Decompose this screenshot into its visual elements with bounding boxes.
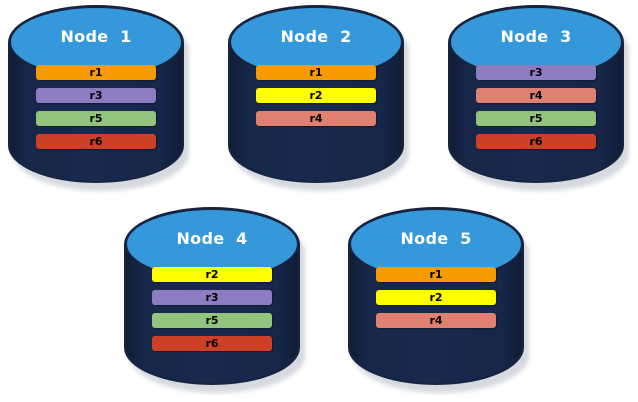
database-node-3[interactable]: Node 3 r3 r4 r5 r6 xyxy=(448,5,629,191)
record-list: r1 r3 r5 r6 xyxy=(8,65,184,149)
node-label: Node 2 xyxy=(280,27,352,46)
node-label: Node 1 xyxy=(60,27,132,46)
record-list: r1 r2 r4 xyxy=(348,267,524,328)
record-bar[interactable]: r3 xyxy=(152,290,272,305)
record-bar[interactable]: r5 xyxy=(476,111,596,126)
record-bar[interactable]: r6 xyxy=(36,134,156,149)
record-bar[interactable]: r4 xyxy=(256,111,376,126)
record-bar[interactable]: r5 xyxy=(152,313,272,328)
record-list: r1 r2 r4 xyxy=(228,65,404,126)
record-bar[interactable]: r4 xyxy=(476,88,596,103)
node-label: Node 4 xyxy=(176,229,248,248)
record-bar[interactable]: r2 xyxy=(376,290,496,305)
database-node-2[interactable]: Node 2 r1 r2 r4 xyxy=(228,5,409,191)
node-label: Node 3 xyxy=(500,27,572,46)
record-bar[interactable]: r1 xyxy=(256,65,376,80)
database-node-1[interactable]: Node 1 r1 r3 r5 r6 xyxy=(8,5,189,191)
record-bar[interactable]: r1 xyxy=(376,267,496,282)
database-node-5[interactable]: Node 5 r1 r2 r4 xyxy=(348,207,529,393)
database-node-4[interactable]: Node 4 r2 r3 r5 r6 xyxy=(124,207,305,393)
node-label: Node 5 xyxy=(400,229,472,248)
record-bar[interactable]: r3 xyxy=(36,88,156,103)
record-bar[interactable]: r2 xyxy=(256,88,376,103)
record-bar[interactable]: r5 xyxy=(36,111,156,126)
record-bar[interactable]: r6 xyxy=(152,336,272,351)
record-bar[interactable]: r2 xyxy=(152,267,272,282)
record-bar[interactable]: r3 xyxy=(476,65,596,80)
record-bar[interactable]: r1 xyxy=(36,65,156,80)
record-bar[interactable]: r4 xyxy=(376,313,496,328)
record-list: r3 r4 r5 r6 xyxy=(448,65,624,149)
record-bar[interactable]: r6 xyxy=(476,134,596,149)
record-list: r2 r3 r5 r6 xyxy=(124,267,300,351)
